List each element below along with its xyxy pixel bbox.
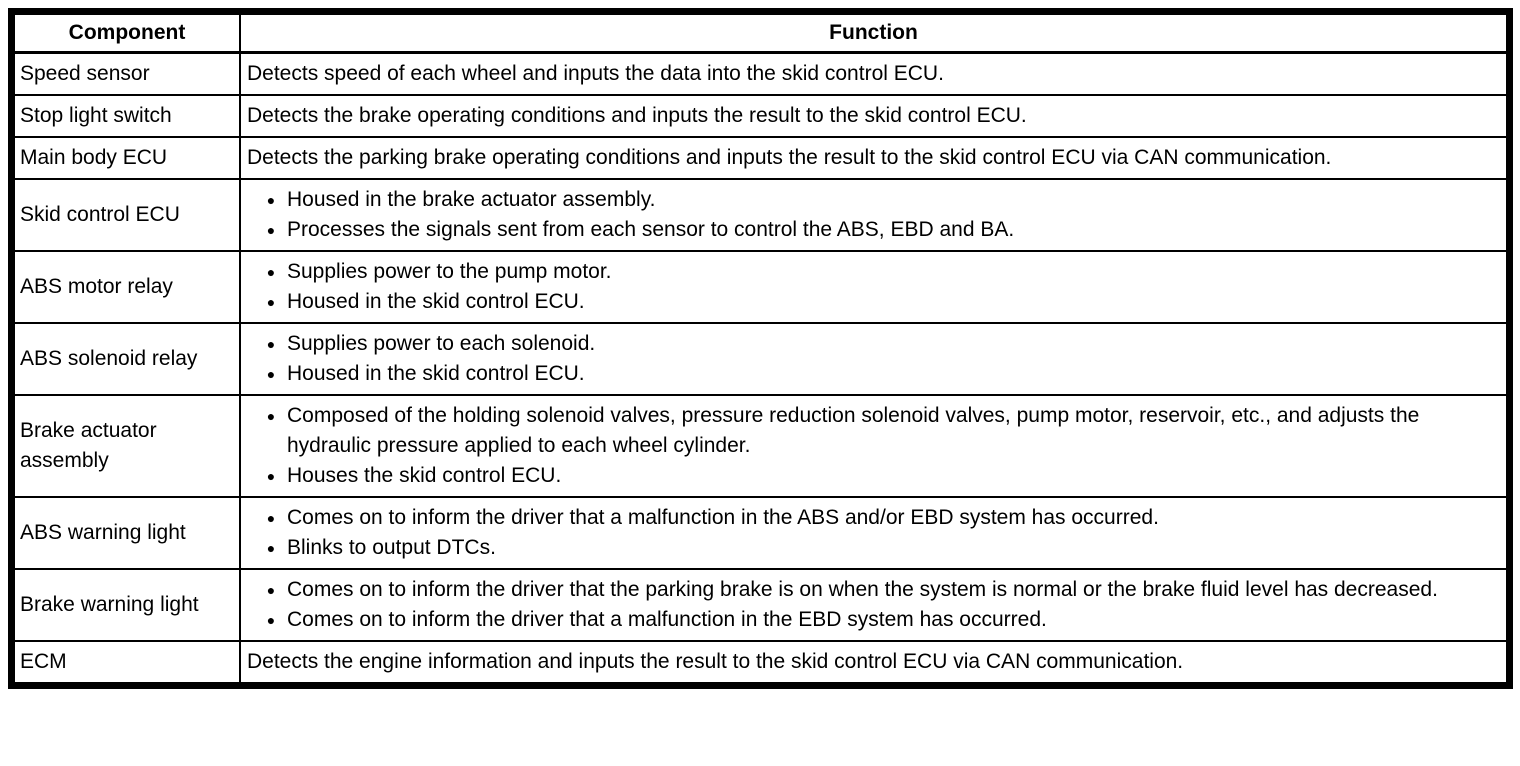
header-row: Component Function — [13, 13, 1508, 54]
bullet-icon: ● — [266, 582, 276, 598]
component-cell: Speed sensor — [13, 51, 241, 96]
table-row: Main body ECU Detects the parking brake … — [13, 136, 1508, 180]
bullet-icon: ● — [266, 366, 276, 382]
table-row: Brake actuator assembly ● Composed of the… — [13, 394, 1508, 498]
component-cell: Skid control ECU — [13, 178, 241, 252]
page: Component Function Speed sensor Detects … — [8, 8, 1513, 689]
bullet-text: Comes on to inform the driver that the p… — [287, 578, 1438, 601]
table-body: Speed sensor Detects speed of each wheel… — [13, 51, 1508, 684]
bullet-text: Supplies power to each solenoid. — [287, 332, 596, 355]
table-row: ECM Detects the engine information and i… — [13, 640, 1508, 684]
bullet-item: ● Supplies power to each solenoid. — [241, 329, 1498, 359]
bullet-item: ● Supplies power to the pump motor. — [241, 257, 1498, 287]
bullet-icon: ● — [266, 336, 276, 352]
bullet-text: Comes on to inform the driver that a mal… — [287, 608, 1047, 631]
bullet-text: Housed in the skid control ECU. — [287, 362, 585, 385]
function-cell: Detects the brake operating conditions a… — [239, 94, 1508, 138]
bullet-icon: ● — [266, 294, 276, 310]
component-cell: ABS warning light — [13, 496, 241, 570]
bullet-icon: ● — [266, 408, 276, 424]
bullet-icon: ● — [266, 264, 276, 280]
bullet-icon: ● — [266, 612, 276, 628]
component-function-table: Component Function Speed sensor Detects … — [13, 13, 1508, 684]
bullet-item: ● Houses the skid control ECU. — [241, 461, 1498, 491]
bullet-icon: ● — [266, 510, 276, 526]
bullet-item: ● Housed in the skid control ECU. — [241, 287, 1498, 317]
bullet-text: Blinks to output DTCs. — [287, 536, 496, 559]
function-text: Detects the brake operating conditions a… — [247, 104, 1027, 127]
function-cell: Detects the parking brake operating cond… — [239, 136, 1508, 180]
bullet-icon: ● — [266, 540, 276, 556]
bullet-text: Supplies power to the pump motor. — [287, 260, 612, 283]
component-cell: ABS motor relay — [13, 250, 241, 324]
function-cell: Detects the engine information and input… — [239, 640, 1508, 684]
table-row: ABS solenoid relay ● Supplies power to ea… — [13, 322, 1508, 396]
function-cell: ● Supplies power to the pump motor. ● House… — [239, 250, 1508, 324]
bullet-item: ● Comes on to inform the driver that the … — [241, 575, 1498, 605]
bullet-item: ● Comes on to inform the driver that a ma… — [241, 605, 1498, 635]
function-cell: ● Supplies power to each solenoid. ● Housed… — [239, 322, 1508, 396]
bullet-item: ● Composed of the holding solenoid valves… — [241, 401, 1498, 461]
bullet-item: ● Housed in the brake actuator assembly. — [241, 185, 1498, 215]
function-cell: Detects speed of each wheel and inputs t… — [239, 51, 1508, 96]
bullet-icon: ● — [266, 222, 276, 238]
table-frame: Component Function Speed sensor Detects … — [8, 8, 1513, 689]
table-row: Skid control ECU ● Housed in the brake ac… — [13, 178, 1508, 252]
bullet-item: ● Comes on to inform the driver that a ma… — [241, 503, 1498, 533]
bullet-text: Composed of the holding solenoid valves,… — [287, 404, 1420, 457]
function-cell: ● Comes on to inform the driver that a ma… — [239, 496, 1508, 570]
function-text: Detects the parking brake operating cond… — [247, 146, 1332, 169]
bullet-icon: ● — [266, 192, 276, 208]
component-cell: Main body ECU — [13, 136, 241, 180]
function-text: Detects the engine information and input… — [247, 650, 1184, 673]
table-row: ABS warning light ● Comes on to inform th… — [13, 496, 1508, 570]
function-cell: ●Housed in the brake actuator assembly.●… — [239, 178, 1508, 252]
table-row: Stop light switch Detects the brake oper… — [13, 94, 1508, 138]
component-header: Component — [13, 13, 241, 54]
table-row: Brake warning light ● Comes on to inform … — [13, 568, 1508, 642]
component-cell: ABS solenoid relay — [13, 322, 241, 396]
component-cell: ECM — [13, 640, 241, 684]
function-cell: ● Composed of the holding solenoid valves… — [239, 394, 1508, 498]
bullet-icon: ● — [266, 468, 276, 484]
bullet-text: Housed in the brake actuator assembly. — [287, 188, 656, 211]
component-cell: Brake actuator assembly — [13, 394, 241, 498]
bullet-item: ● Blinks to output DTCs. — [241, 533, 1498, 563]
component-cell: Brake warning light — [13, 568, 241, 642]
bullet-text: Houses the skid control ECU. — [287, 464, 562, 487]
bullet-text: Comes on to inform the driver that a mal… — [287, 506, 1159, 529]
bullet-item: ● Housed in the skid control ECU. — [241, 359, 1498, 389]
function-cell: ● Comes on to inform the driver that the … — [239, 568, 1508, 642]
table-row: ABS motor relay ● Supplies power to the p… — [13, 250, 1508, 324]
bullet-text: Housed in the skid control ECU. — [287, 290, 585, 313]
function-text: Detects speed of each wheel and inputs t… — [247, 62, 944, 85]
bullet-item: ● Processes the signals sent from each se… — [241, 215, 1498, 245]
component-cell: Stop light switch — [13, 94, 241, 138]
function-header: Function — [239, 13, 1508, 54]
table-row: Speed sensor Detects speed of each wheel… — [13, 51, 1508, 96]
bullet-text: Processes the signals sent from each sen… — [287, 218, 1015, 241]
